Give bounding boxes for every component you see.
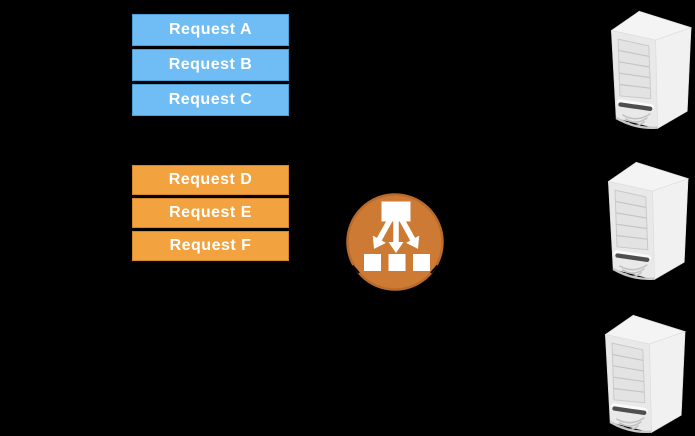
server-svg-1 [594, 1, 694, 133]
request-box-b: Request B [132, 49, 289, 81]
server-icon-2 [591, 152, 691, 284]
glyph-arrow-right [399, 218, 420, 249]
rim-artifact-right [430, 264, 439, 274]
server-icon-3 [588, 305, 688, 436]
server-icon-1 [594, 1, 694, 133]
request-box-a: Request A [132, 14, 289, 46]
request-label-f: Request F [169, 237, 252, 254]
glyph-arrow-left [372, 218, 393, 249]
request-box-c: Request C [132, 84, 289, 116]
request-label-b: Request B [168, 56, 253, 73]
glyph-target-box-left [364, 254, 381, 271]
request-box-e: Request E [132, 198, 289, 228]
request-label-c: Request C [168, 91, 253, 108]
load-balancer-glyph [364, 201, 430, 271]
request-box-d: Request D [132, 165, 289, 195]
request-label-d: Request D [168, 171, 253, 188]
glyph-target-box-right [413, 254, 430, 271]
request-label-a: Request A [168, 21, 253, 38]
server-svg-2 [591, 152, 691, 284]
glyph-target-box-center [388, 254, 406, 271]
load-balancer-icon [345, 192, 445, 292]
request-label-e: Request E [169, 204, 252, 221]
load-balancer-svg [346, 193, 444, 291]
rim-artifact-left [351, 264, 360, 274]
server-svg-3 [588, 305, 688, 436]
glyph-arrow-center [388, 220, 404, 253]
request-box-f: Request F [132, 231, 289, 261]
glyph-source-box [381, 201, 411, 222]
